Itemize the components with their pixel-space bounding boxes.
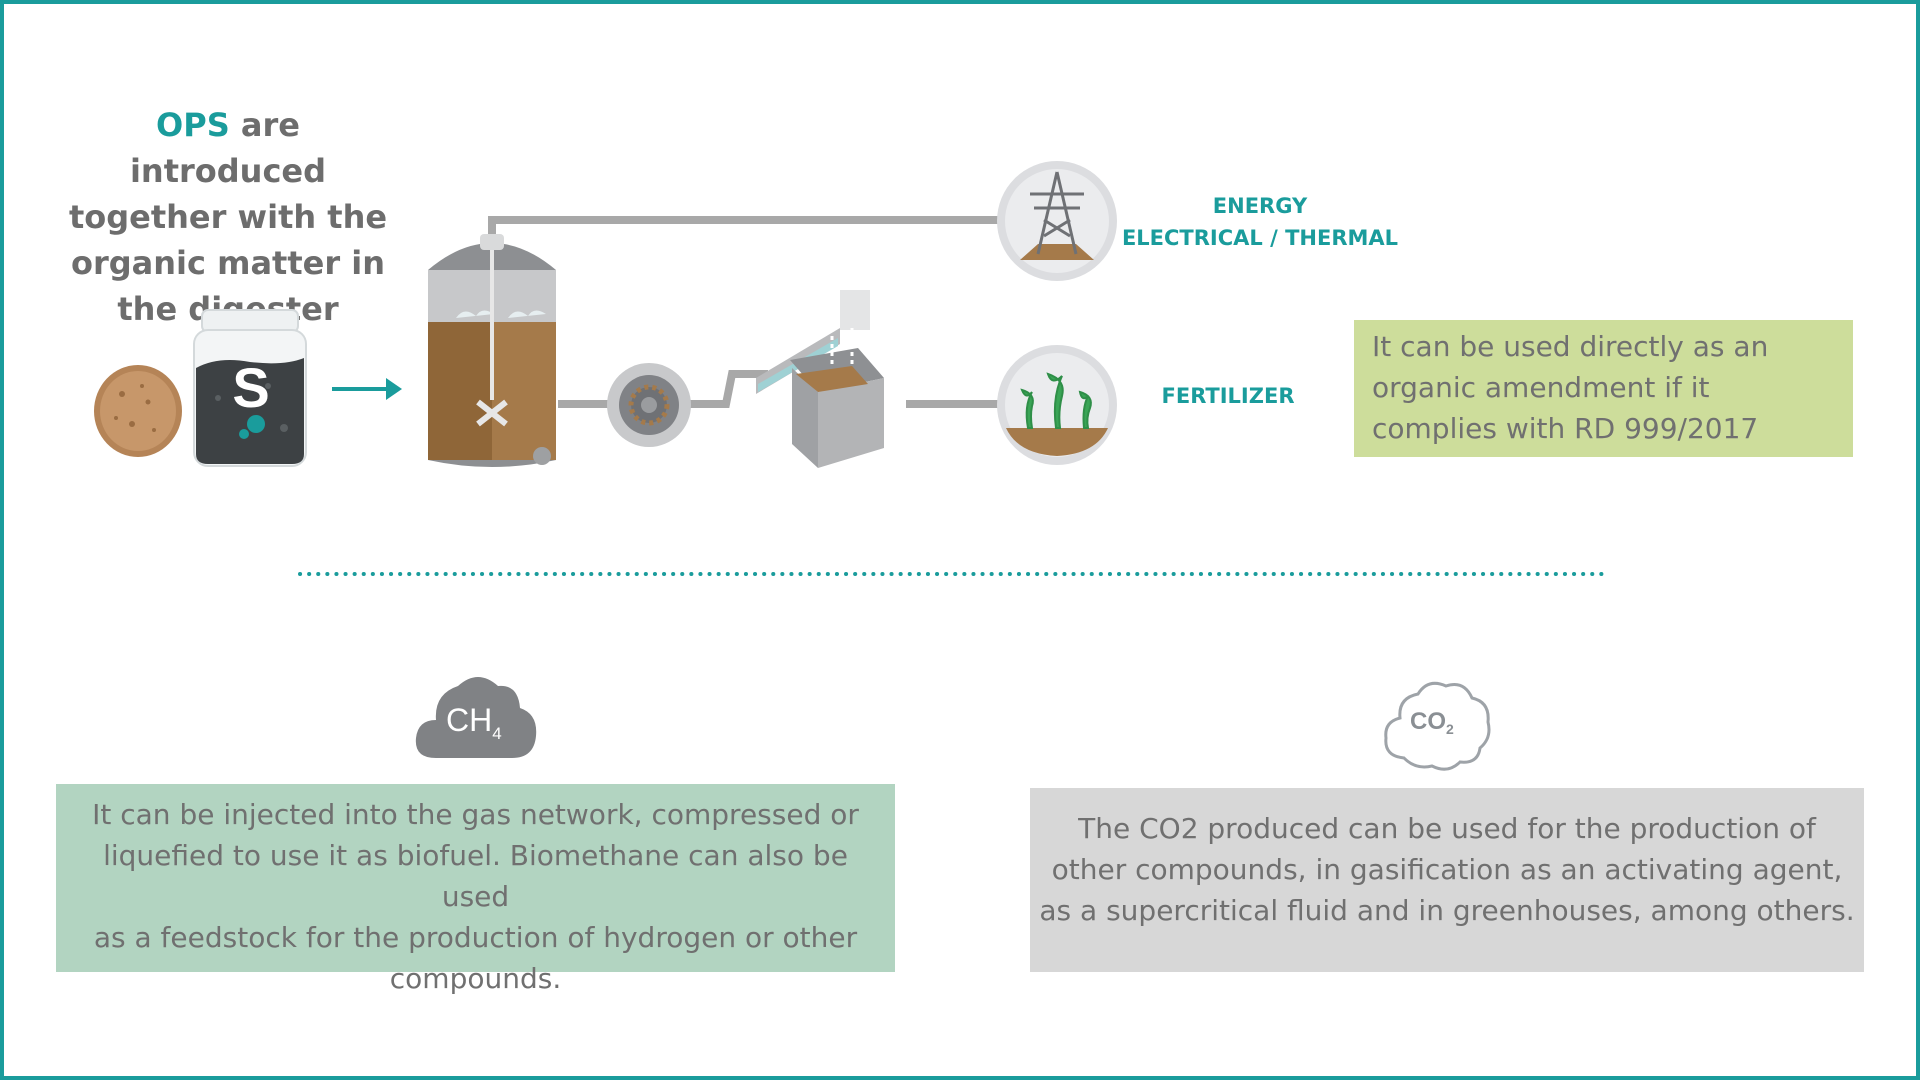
co2-info-line-2: other compounds, in gasification as an a… (1051, 853, 1843, 886)
fertilizer-info-line-2: organic amendment if it (1372, 371, 1710, 404)
methane-info-box: It can be injected into the gas network,… (56, 784, 895, 995)
intro-line-2: together with the (68, 198, 388, 236)
methane-formula: CH4 (446, 700, 526, 754)
co2-formula-base: CO (1410, 708, 1446, 735)
cork-disc-icon (94, 365, 182, 457)
co2-cloud-icon (1384, 681, 1491, 771)
co2-info-box: The CO2 produced can be used for the pro… (1030, 788, 1864, 972)
dotted-divider (298, 572, 1604, 576)
methane-formula-sub: 4 (492, 724, 502, 743)
energy-label-line-1: ENERGY (1212, 194, 1308, 218)
seedling-icon (997, 345, 1117, 465)
fertilizer-info-line-1: It can be used directly as an (1372, 330, 1769, 363)
pump-gear-icon (607, 363, 691, 447)
digester-tank-icon (428, 234, 556, 467)
intro-highlight: OPS (156, 106, 230, 144)
separator-press-icon (756, 290, 884, 468)
energy-label-line-2: ELECTRICAL / THERMAL (1121, 226, 1399, 250)
fertilizer-label: FERTILIZER (1161, 384, 1295, 408)
fertilizer-info-line-3: complies with RD 999/2017 (1372, 412, 1759, 445)
fertilizer-info-box: It can be used directly as an organic am… (1354, 320, 1853, 457)
methane-cloud-icon (415, 677, 537, 758)
co2-formula-sub: 2 (1446, 721, 1454, 737)
methane-info-line-4: compounds. (389, 962, 562, 995)
methane-formula-base: CH (446, 702, 493, 738)
energy-label: ENERGY ELECTRICAL / THERMAL (1110, 190, 1410, 254)
methane-info-line-3: as a feedstock for the production of hyd… (93, 921, 858, 954)
co2-info-line-3: as a supercritical fluid and in greenhou… (1039, 894, 1855, 927)
arrow-right-icon (332, 378, 402, 400)
jar-logo-letter: S (232, 356, 270, 419)
co2-info-line-1: The CO2 produced can be used for the pro… (1078, 812, 1816, 845)
power-tower-icon (997, 161, 1117, 281)
methane-info-line-2: liquefied to use it as biofuel. Biometha… (103, 839, 848, 913)
jar-icon (193, 309, 307, 467)
intro-heading: OPS are introduced together with the org… (62, 102, 394, 332)
methane-info-line-1: It can be injected into the gas network,… (92, 798, 859, 831)
co2-formula: CO2 (1410, 706, 1480, 745)
intro-line-3: organic matter in (70, 244, 386, 282)
intro-line-1: are introduced (129, 106, 327, 190)
